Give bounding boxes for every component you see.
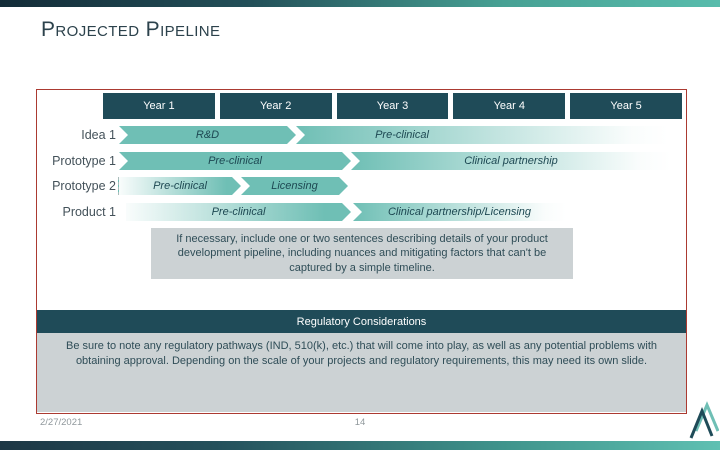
row-label-product-1: Product 1 xyxy=(62,205,116,219)
slide-date: 2/27/2021 xyxy=(40,417,83,428)
company-logo-icon xyxy=(689,401,719,439)
segment-arrow: Clinical partnership/Licensing xyxy=(353,203,566,221)
row-label-idea-1: Idea 1 xyxy=(81,128,116,142)
year-header: Year 2 xyxy=(219,93,332,119)
row-label-prototype-1: Prototype 1 xyxy=(52,154,116,168)
segment-arrow: Pre-clinical xyxy=(119,152,351,170)
year-header: Year 4 xyxy=(453,93,566,119)
year-header: Year 5 xyxy=(570,93,682,119)
segment-arrow: Pre-clinical xyxy=(118,177,241,195)
top-accent-bar xyxy=(0,0,720,7)
bottom-accent-bar xyxy=(0,441,720,450)
segment-arrow: Clinical partnership xyxy=(351,152,671,170)
segment-arrow: Licensing xyxy=(241,177,348,195)
page-title: Projected Pipeline xyxy=(41,18,221,41)
year-header: Year 3 xyxy=(336,93,449,119)
row-label-prototype-2: Prototype 2 xyxy=(52,179,116,193)
slide-page-number: 14 xyxy=(354,417,366,428)
regulatory-header-bar: Regulatory Considerations xyxy=(37,310,686,333)
segment-arrow: R&D xyxy=(119,126,296,144)
segment-arrow: Pre-clinical xyxy=(126,203,351,221)
year-header-row: Year 1 Year 2 Year 3 Year 4 Year 5 xyxy=(103,93,682,119)
segment-arrow: Pre-clinical xyxy=(296,126,668,144)
pipeline-note-box: If necessary, include one or two sentenc… xyxy=(151,228,573,279)
year-header: Year 1 xyxy=(103,93,215,119)
pipeline-chart-frame: Year 1 Year 2 Year 3 Year 4 Year 5 Idea … xyxy=(36,89,687,414)
regulatory-note-box: Be sure to note any regulatory pathways … xyxy=(37,333,686,412)
